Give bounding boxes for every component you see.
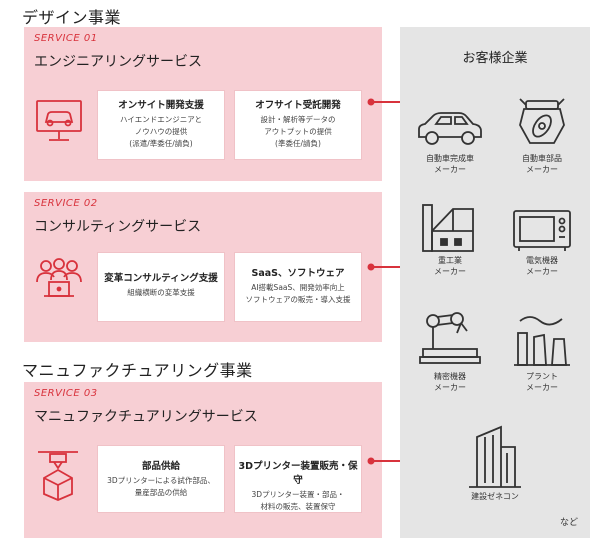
customer-label: 電気機器 メーカー <box>526 256 558 276</box>
customer-companies-panel: お客様企業 自動車完成車 メーカー 自動車部品 メーカー 重工業 メーカー <box>400 27 590 538</box>
service-title: エンジニアリングサービス <box>34 54 202 70</box>
card-description: 3Dプリンターによる試作部品、 量産部品の供給 <box>107 476 215 497</box>
3d-printer-icon <box>36 448 80 506</box>
plant-icon <box>514 316 570 366</box>
customer-item: 電気機器 メーカー <box>502 207 582 277</box>
car-icon <box>418 112 482 145</box>
service-tag: SERVICE 03 <box>34 388 98 399</box>
service-card: 部品供給 3Dプリンターによる試作部品、 量産部品の供給 <box>98 446 224 512</box>
customer-item: 精密機器 メーカー <box>410 309 490 393</box>
card-description: 3Dプリンター装置・部品・ 材料の販売、装置保守 <box>251 490 345 511</box>
service-card: オフサイト受託開発 設計・解析等データの アウトプットの提供 (準委任/請負) <box>235 91 361 159</box>
customer-item: 建設ゼネコン <box>455 423 535 502</box>
team-consulting-icon <box>32 256 86 306</box>
design-business-heading: デザイン事業 <box>22 8 122 27</box>
microwave-icon <box>513 210 571 251</box>
customer-label: 精密機器 メーカー <box>434 372 466 392</box>
service-tag: SERVICE 02 <box>34 198 98 209</box>
service-card: 変革コンサルティング支援 組織横断の変革支援 <box>98 253 224 321</box>
card-description: ハイエンドエンジニアと ノウハウの提供 (派遣/準委任/請負) <box>119 115 203 148</box>
customer-item: 自動車部品 メーカー <box>502 95 582 175</box>
customer-item: プラント メーカー <box>502 311 582 393</box>
robot-arm-icon <box>419 312 481 364</box>
customer-item: 重工業 メーカー <box>410 203 490 277</box>
car-monitor-icon <box>34 97 84 151</box>
customers-title: お客様企業 <box>462 51 528 66</box>
etc-label: など <box>559 518 578 528</box>
customer-label: 建設ゼネコン <box>471 492 519 501</box>
service-01-panel: SERVICE 01 エンジニアリングサービス オンサイト開発支援 ハイエンドエ… <box>24 27 382 181</box>
service-title: コンサルティングサービス <box>34 219 202 235</box>
card-title: SaaS、ソフトウェア <box>251 268 345 279</box>
service-tag: SERVICE 01 <box>34 33 98 44</box>
service-03-panel: SERVICE 03 マニュファクチュアリングサービス 部品供給 3Dプリンター… <box>24 382 382 538</box>
card-description: AI搭載SaaS、開発効率向上 ソフトウェアの販売・導入支援 <box>245 283 351 304</box>
service-02-panel: SERVICE 02 コンサルティングサービス 変革コンサルティング支援 組織横… <box>24 192 382 342</box>
customer-label: プラント メーカー <box>526 372 558 392</box>
customer-label: 自動車部品 メーカー <box>522 154 562 174</box>
customer-label: 自動車完成車 メーカー <box>426 154 474 174</box>
card-title: オフサイト受託開発 <box>255 100 341 111</box>
building-icon <box>469 425 521 488</box>
service-title: マニュファクチュアリングサービス <box>34 409 258 425</box>
customer-label: 重工業 メーカー <box>434 256 466 276</box>
factory-icon <box>422 204 474 252</box>
service-card: 3Dプリンター装置販売・保守 3Dプリンター装置・部品・ 材料の販売、装置保守 <box>235 446 361 512</box>
card-description: 組織横断の変革支援 <box>127 288 195 297</box>
manufacturing-business-heading: マニュファクチュアリング事業 <box>22 361 253 380</box>
service-card: オンサイト開発支援 ハイエンドエンジニアと ノウハウの提供 (派遣/準委任/請負… <box>98 91 224 159</box>
service-card: SaaS、ソフトウェア AI搭載SaaS、開発効率向上 ソフトウェアの販売・導入… <box>235 253 361 321</box>
card-title: 部品供給 <box>141 461 180 472</box>
card-title: オンサイト開発支援 <box>118 100 204 111</box>
customer-item: 自動車完成車 メーカー <box>410 107 490 175</box>
card-title: 3Dプリンター装置販売・保守 <box>238 461 358 486</box>
card-title: 変革コンサルティング支援 <box>104 273 218 284</box>
card-description: 設計・解析等データの アウトプットの提供 (準委任/請負) <box>260 115 336 148</box>
engine-parts-icon <box>519 98 565 144</box>
